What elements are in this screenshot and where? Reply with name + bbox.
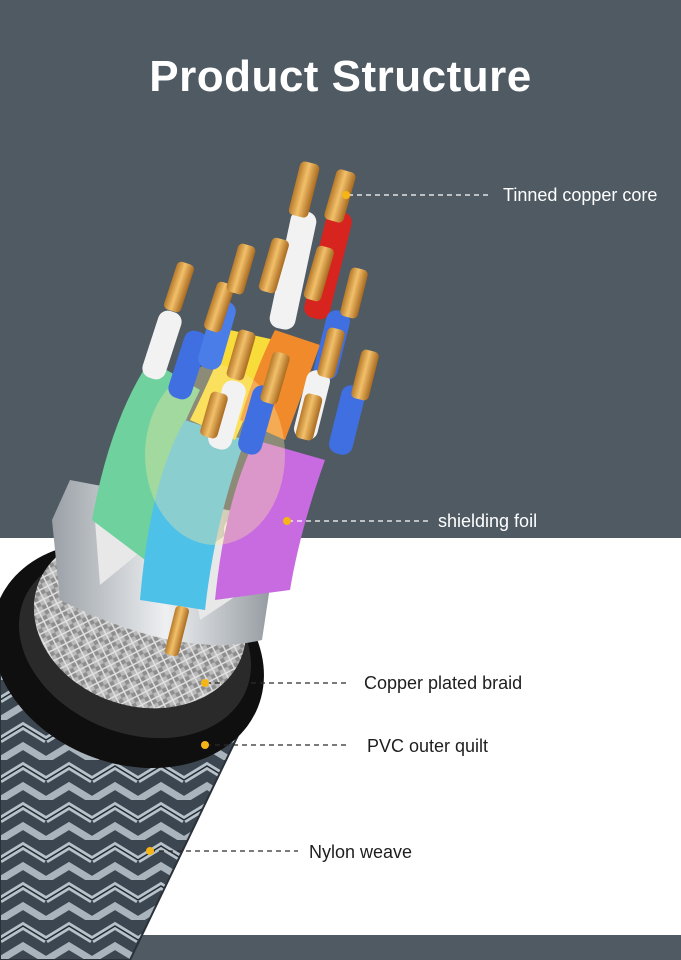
dot-core: [342, 191, 350, 199]
label-copper-plated-braid: Copper plated braid: [364, 673, 523, 693]
label-nylon-weave: Nylon weave: [309, 842, 413, 862]
dot-pvc: [201, 741, 209, 749]
marker-dots: [146, 191, 350, 855]
label-shielding-foil: shielding foil: [438, 511, 538, 531]
dot-braid: [201, 679, 209, 687]
label-tinned-copper-core: Tinned copper core: [503, 185, 658, 205]
dot-foil: [283, 517, 291, 525]
copper-tips: [164, 161, 379, 657]
dot-nylon: [146, 847, 154, 855]
label-pvc-outer-quilt: PVC outer quilt: [367, 736, 489, 756]
leader-lines: [150, 194, 490, 852]
page-title: Product Structure: [149, 52, 532, 101]
